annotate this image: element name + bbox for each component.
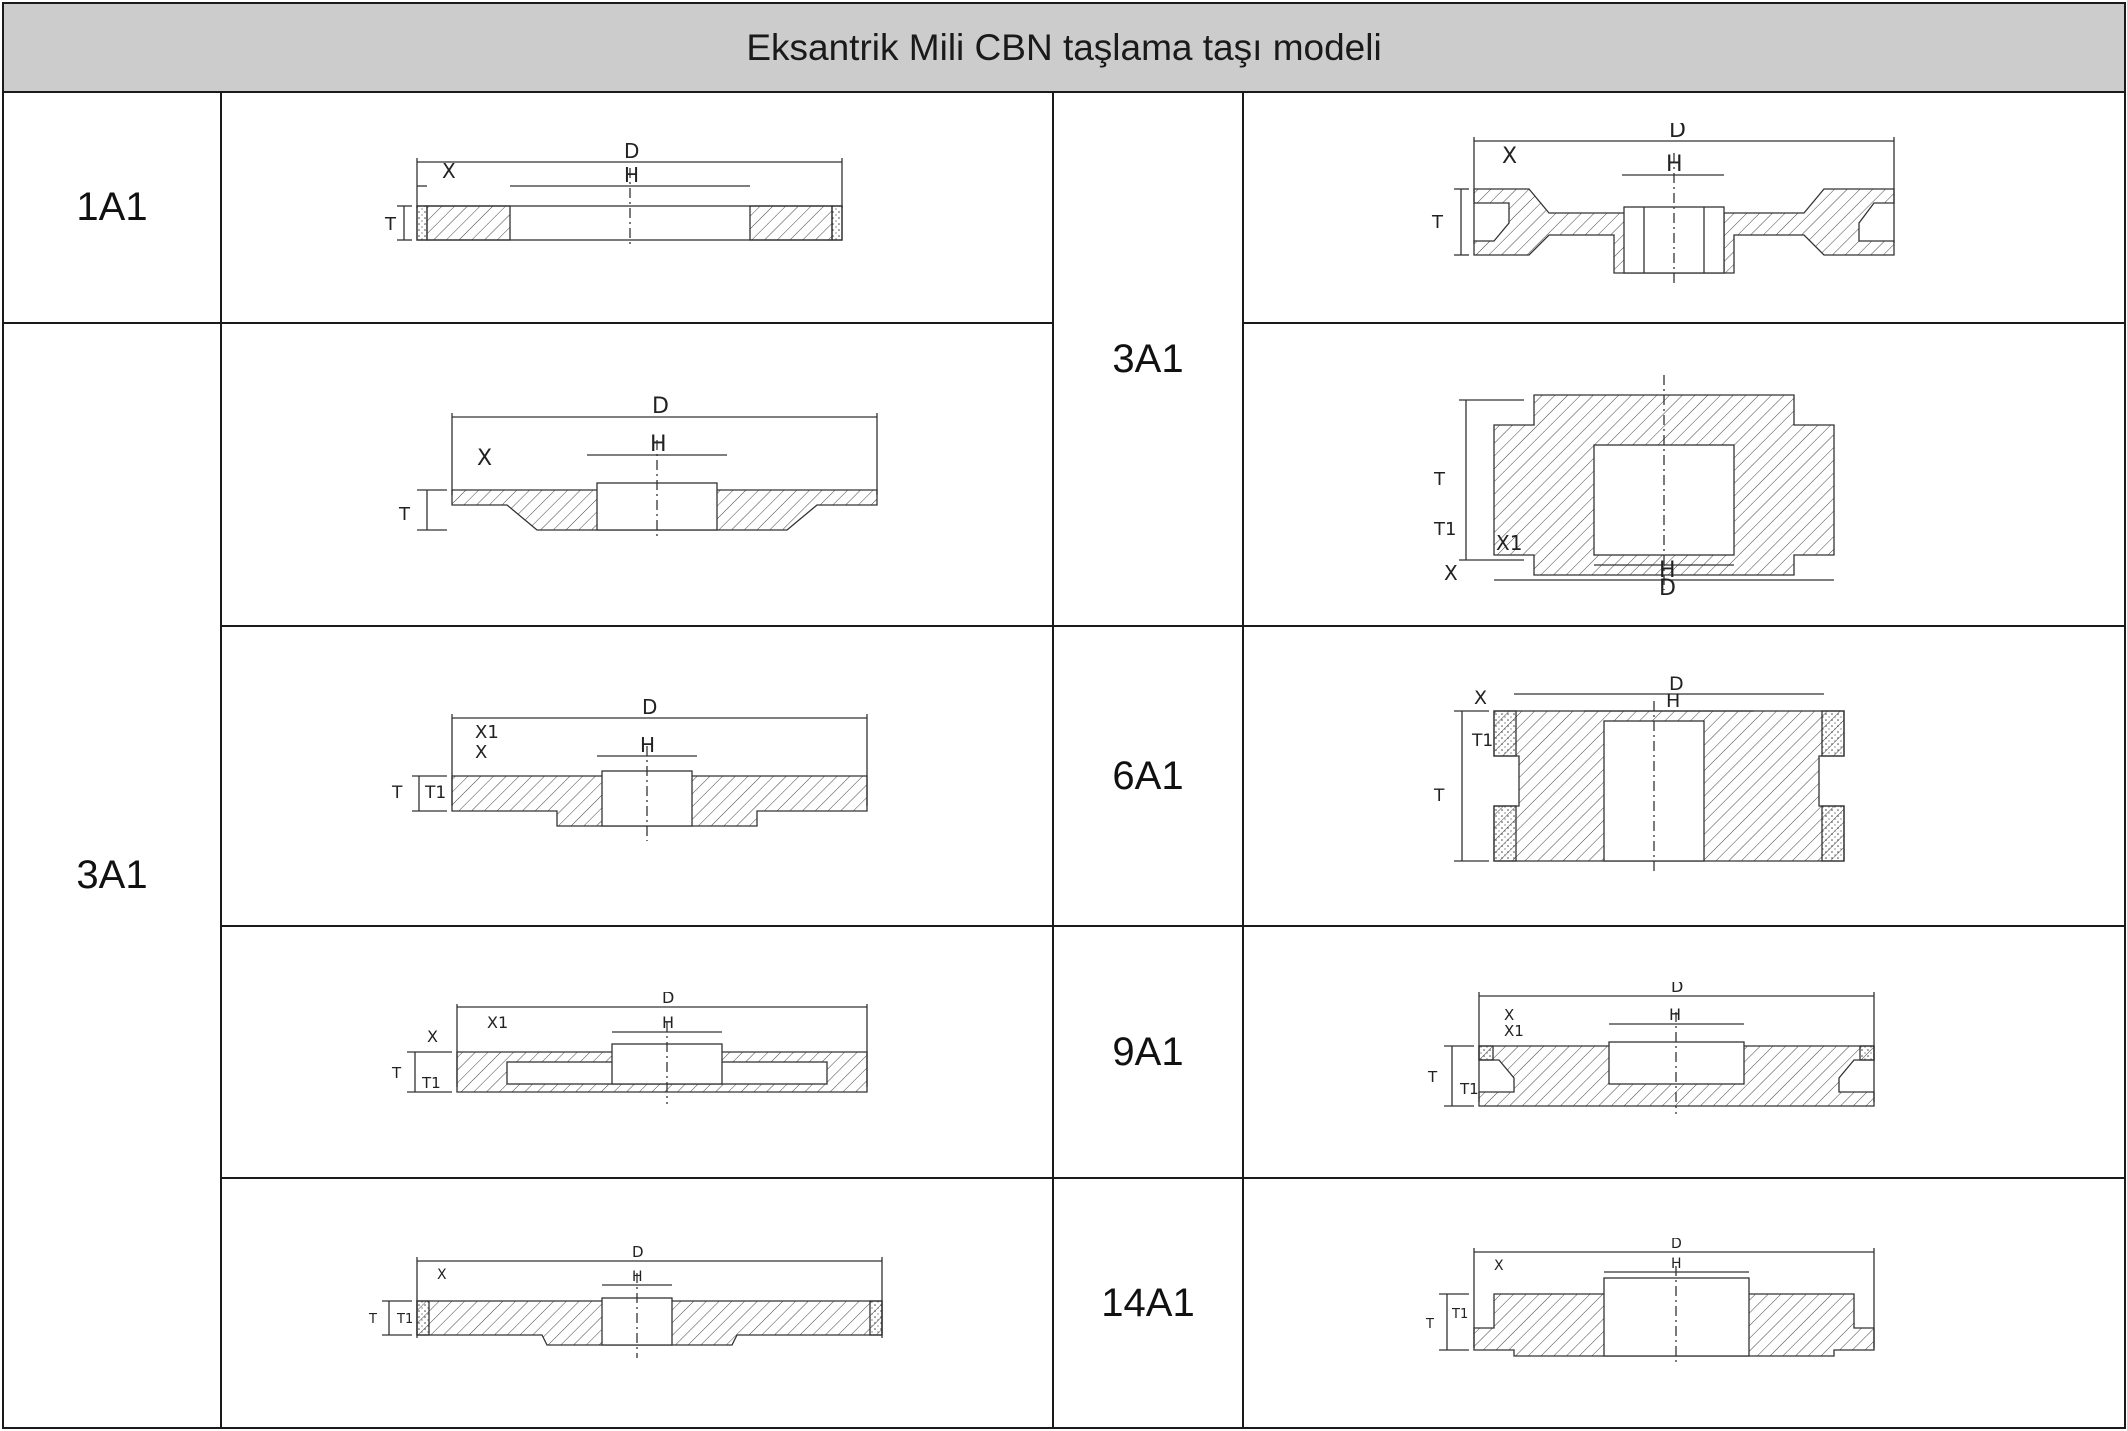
table-title: Eksantrik Mili CBN taşlama taşı modeli <box>1 2 2127 93</box>
drawing-3a1-right-bottom: H D X1 X T T1 <box>1241 322 2127 627</box>
dim-d: D <box>1669 123 1686 143</box>
dim-h: H <box>1659 558 1676 583</box>
dim-h: H <box>662 1013 674 1032</box>
drawing-3a1-left-1: D H X T <box>220 322 1054 627</box>
dim-t: T <box>1433 786 1445 806</box>
drawing-1a1: D H X T <box>220 91 1054 324</box>
dim-h: H <box>1671 1256 1682 1272</box>
dim-x: X <box>442 159 456 183</box>
dim-x: X <box>1474 687 1487 709</box>
drawing-1a1-svg: D H X T <box>384 139 843 248</box>
dim-t1: T1 <box>396 1312 413 1327</box>
dim-t1: T1 <box>1451 1307 1468 1322</box>
dim-x1: X1 <box>1504 1022 1524 1040</box>
dim-x: X <box>427 1027 438 1046</box>
dim-t1: T1 <box>1459 1080 1479 1098</box>
dim-x: X <box>437 1267 447 1283</box>
dim-t1: T1 <box>424 783 446 803</box>
drawing-3a1-right-bottom-svg: H D X1 X T T1 <box>1433 374 1835 595</box>
dim-d: D <box>632 1243 644 1261</box>
model-label-6a1: 6A1 <box>1052 625 1244 927</box>
drawing-9a1: D H X X1 T T1 <box>1241 925 2127 1179</box>
drawing-3a1-left-2: D H X1 X T T1 <box>220 625 1054 927</box>
drawing-6a1-svg: D H X T T1 <box>1433 676 1845 871</box>
dim-t: T <box>384 214 397 235</box>
dim-t: T <box>368 1312 377 1327</box>
dim-h: H <box>624 163 639 187</box>
dim-x: X <box>477 446 492 471</box>
dim-h: H <box>1666 152 1683 177</box>
model-label-3a1-right: 3A1 <box>1052 91 1244 627</box>
drawing-3a1-left-2-svg: D H X1 X T T1 <box>391 696 868 841</box>
dim-t1: T1 <box>421 1074 441 1092</box>
dim-x: X <box>1502 144 1517 169</box>
drawing-3a1-left-3: D H X1 X T T1 <box>220 925 1054 1179</box>
dim-t: T <box>391 783 403 803</box>
dim-d: D <box>642 696 657 719</box>
drawing-6a1: D H X T T1 <box>1241 625 2127 927</box>
dim-h: H <box>1666 690 1680 712</box>
drawing-3a1-left-3-svg: D H X1 X T T1 <box>391 992 868 1104</box>
dim-t: T <box>1425 1317 1434 1332</box>
dim-x: X <box>475 742 487 763</box>
model-label-1a1: 1A1 <box>2 91 222 324</box>
dim-t: T <box>1431 212 1444 233</box>
dim-t: T <box>1427 1068 1438 1086</box>
dim-x: X <box>1504 1006 1514 1024</box>
drawing-3a1-left-4: D H X T T1 <box>220 1177 1054 1429</box>
dim-t: T <box>1433 469 1446 490</box>
dim-d: D <box>1671 982 1683 996</box>
dim-d: D <box>1659 576 1676 595</box>
model-label-3a1-left: 3A1 <box>2 322 222 1429</box>
dim-h: H <box>1669 1005 1681 1024</box>
dim-t: T <box>391 1064 402 1082</box>
dim-d: D <box>662 992 674 1007</box>
drawing-3a1-left-1-svg: D H X T <box>398 395 878 540</box>
dim-t1: T1 <box>1471 731 1493 751</box>
dim-x: X <box>1494 1258 1504 1274</box>
dim-d: D <box>1671 1238 1682 1252</box>
dim-h: H <box>632 1269 643 1285</box>
drawing-14a1: D H X T T1 <box>1241 1177 2127 1429</box>
dim-d: D <box>624 139 639 163</box>
dim-t1: T1 <box>1433 519 1456 540</box>
drawing-9a1-svg: D H X X1 T T1 <box>1427 982 1875 1114</box>
dim-d: D <box>1669 676 1684 695</box>
dim-d: D <box>652 395 669 419</box>
model-label-9a1: 9A1 <box>1052 925 1244 1179</box>
drawing-14a1-svg: D H X T T1 <box>1425 1238 1875 1363</box>
dim-x1: X1 <box>1496 531 1522 555</box>
drawing-3a1-right-top: D H X T <box>1241 91 2127 324</box>
dim-h: H <box>650 432 667 457</box>
drawing-3a1-right-top-svg: D H X T <box>1431 123 1895 283</box>
dim-x1: X1 <box>487 1013 508 1032</box>
drawing-3a1-left-4-svg: D H X T T1 <box>368 1243 883 1358</box>
model-label-14a1: 14A1 <box>1052 1177 1244 1429</box>
dim-x1: X1 <box>475 722 499 743</box>
dim-t: T <box>398 504 411 525</box>
dim-x: X <box>1444 561 1458 585</box>
dim-h: H <box>640 733 655 757</box>
